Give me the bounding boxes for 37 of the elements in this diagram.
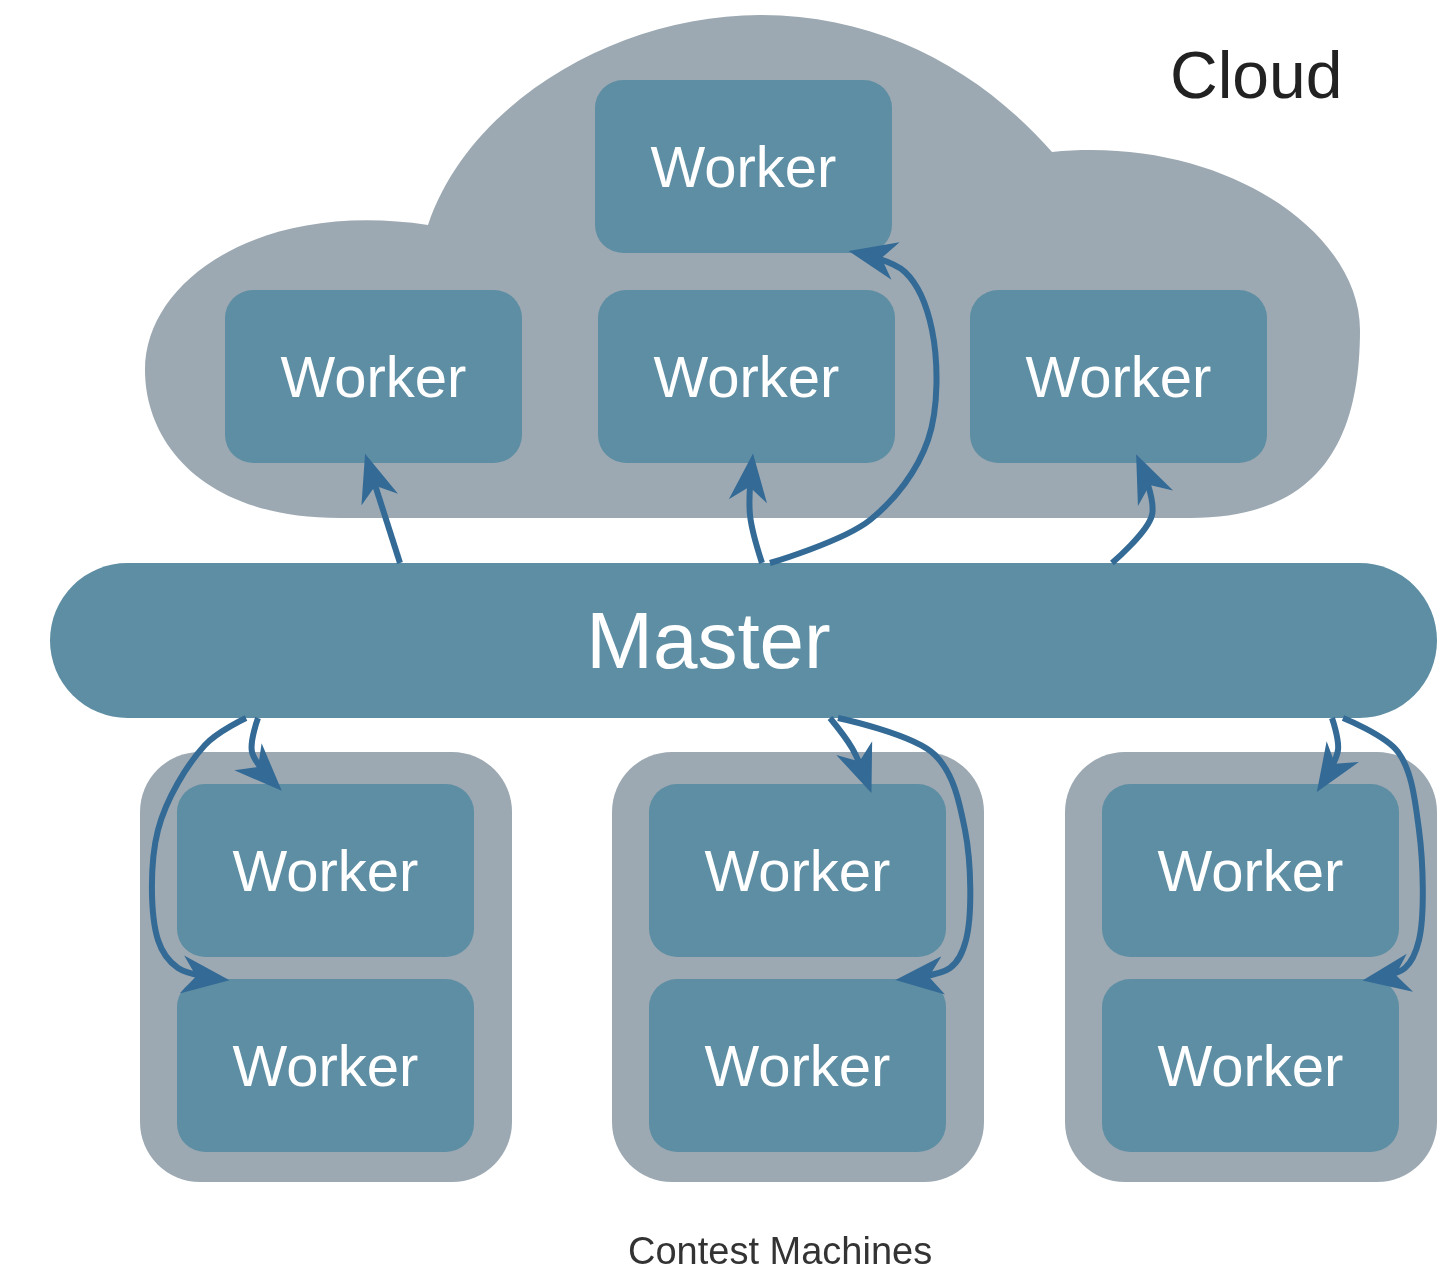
arrow [234, 717, 282, 791]
worker-box [225, 290, 522, 463]
arrow [1316, 717, 1359, 793]
arrow [728, 453, 768, 564]
worker-label: Worker [650, 133, 837, 200]
worker-box [970, 290, 1267, 463]
worker-label: Worker [280, 343, 467, 410]
worker-box [649, 979, 946, 1152]
machine-box [1065, 752, 1437, 1182]
worker-label: Worker [704, 837, 891, 904]
master-label: Master [586, 594, 831, 687]
worker-label: Worker [653, 343, 840, 410]
master-box [50, 563, 1437, 718]
worker-box [177, 979, 474, 1152]
arrow [361, 453, 403, 564]
worker-label: Worker [1025, 343, 1212, 410]
worker-box [649, 784, 946, 957]
worker-label: Worker [704, 1032, 891, 1099]
arrow [148, 715, 248, 994]
worker-label: Worker [1157, 1032, 1344, 1099]
cloud-title: Cloud [1170, 37, 1343, 113]
worker-label: Worker [232, 1032, 419, 1099]
arrow [1110, 454, 1173, 566]
arrow [769, 242, 940, 566]
worker-box [177, 784, 474, 957]
arrow [827, 716, 873, 793]
worker-label: Worker [1157, 837, 1344, 904]
machine-box [140, 752, 512, 1182]
worker-box [1102, 784, 1399, 957]
caption-label: Contest Machines [628, 1230, 933, 1273]
arrow [837, 715, 974, 995]
machine-box [612, 752, 984, 1182]
worker-box [1102, 979, 1399, 1152]
worker-box [598, 290, 895, 463]
worker-box [595, 80, 892, 253]
worker-label: Worker [232, 837, 419, 904]
arrow [1341, 715, 1426, 992]
